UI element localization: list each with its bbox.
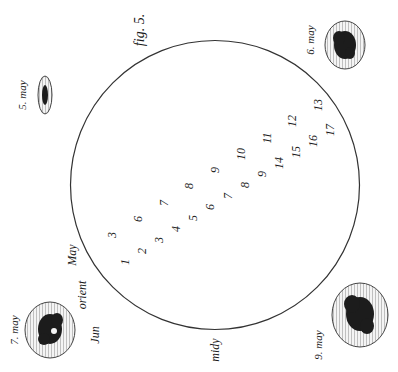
sunspot-date: 7. may (9, 315, 20, 344)
date-number: 7 (158, 200, 170, 206)
sunspot-drawing (25, 302, 75, 358)
direction-label: midy (209, 338, 221, 361)
date-number: 4 (170, 226, 182, 232)
date-number: 1 (119, 259, 131, 265)
sun-outline (70, 40, 360, 330)
date-number: 17 (324, 124, 336, 136)
date-number: 9 (256, 171, 268, 177)
date-number: 12 (286, 115, 298, 127)
date-number: 11 (261, 132, 273, 143)
sun-disc: MayorientJun3678910111213123456789141516… (70, 40, 360, 330)
date-number: 16 (307, 135, 319, 147)
sunspot-date: 9. may (313, 330, 324, 359)
date-number: 6 (132, 216, 144, 222)
direction-label: orient (76, 281, 88, 310)
date-number: 14 (273, 157, 285, 169)
date-number: 15 (290, 146, 302, 158)
date-number: 5 (187, 215, 199, 221)
date-number: 3 (106, 232, 118, 238)
date-number: 7 (222, 193, 234, 199)
date-number: 2 (136, 248, 148, 254)
date-number: 3 (153, 237, 165, 243)
date-number: 8 (183, 183, 195, 189)
sunspot-date: 6. may (305, 25, 316, 54)
date-number: 6 (204, 204, 216, 210)
sunspot-drawing (332, 283, 388, 347)
sunspot-date: 5. may (17, 80, 28, 109)
figure-title: fig. 5. (133, 14, 147, 46)
sunspot-drawing (325, 21, 365, 69)
date-number: 10 (235, 148, 247, 160)
date-number: 13 (312, 99, 324, 111)
direction-label: May (66, 244, 78, 265)
direction-label: Jun (89, 326, 101, 343)
sunspot-drawing (38, 76, 52, 114)
date-number: 9 (209, 167, 221, 173)
date-number: 8 (239, 182, 251, 188)
